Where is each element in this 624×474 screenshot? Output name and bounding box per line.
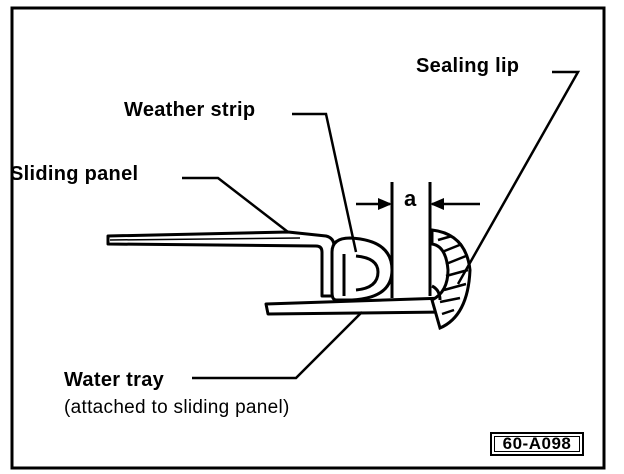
label-dimension-a: a (404, 186, 417, 211)
leader-sealing-lip (456, 70, 581, 285)
weather-strip (330, 236, 394, 302)
sealing-lip (430, 228, 472, 331)
leader-sliding-panel (182, 176, 289, 233)
leader-water-tray (192, 311, 363, 380)
reference-code: 60-A098 (502, 434, 572, 453)
label-sliding-panel: Sliding panel (10, 163, 139, 185)
sealing-lip-hatching (437, 234, 469, 316)
dimension-a-arrows (356, 198, 480, 210)
weather-strip-hollow (355, 254, 380, 292)
sliding-panel (106, 230, 336, 298)
label-water-tray-note: (attached to sliding panel) (64, 397, 290, 418)
leader-weather-strip (292, 112, 358, 253)
sealing-lip-tip (431, 284, 442, 301)
leader-lines (182, 70, 581, 380)
reference-code-inner-border (494, 436, 580, 452)
label-sealing-lip: Sealing lip (416, 55, 520, 77)
reference-code-box: 60-A098 (490, 432, 584, 456)
label-water-tray: Water tray (64, 369, 165, 391)
frame-border (10, 6, 606, 470)
label-weather-strip: Weather strip (124, 99, 256, 121)
sliding-panel-edge (109, 237, 301, 241)
